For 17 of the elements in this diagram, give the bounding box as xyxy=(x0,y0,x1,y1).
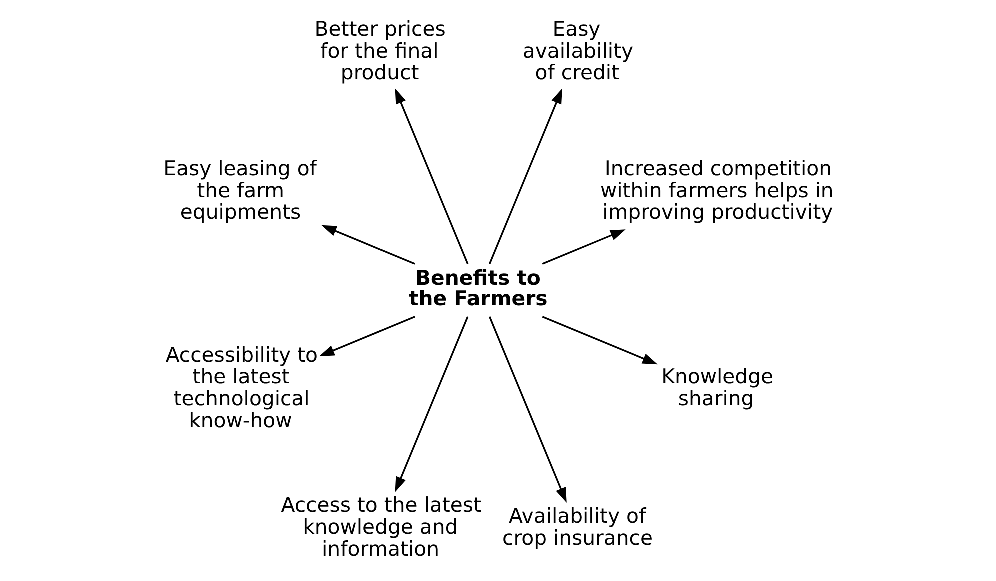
arrow xyxy=(321,225,415,265)
arrow xyxy=(394,88,468,264)
arrow xyxy=(488,88,562,264)
arrow xyxy=(394,316,468,492)
node-text: Knowledge sharing xyxy=(661,364,774,410)
node-text: Better prices for the final product xyxy=(314,16,446,85)
node-text: Easy availability of credit xyxy=(522,16,634,85)
arrow xyxy=(542,316,658,365)
node-text: Increased competition within farmers helps in improving productivity xyxy=(600,156,834,224)
arrow xyxy=(542,230,626,265)
node-text: Availability of crop insurance xyxy=(502,504,653,550)
node-text: Accessibility to the latest technological know-how xyxy=(165,342,318,432)
node-text: Easy leasing of the farm equipments xyxy=(163,156,316,224)
node-text: Access to the latest knowledge and information xyxy=(280,493,481,561)
node-text: Benefits to the Farmers xyxy=(408,266,548,310)
arrow xyxy=(488,316,566,504)
arrow xyxy=(318,316,415,357)
